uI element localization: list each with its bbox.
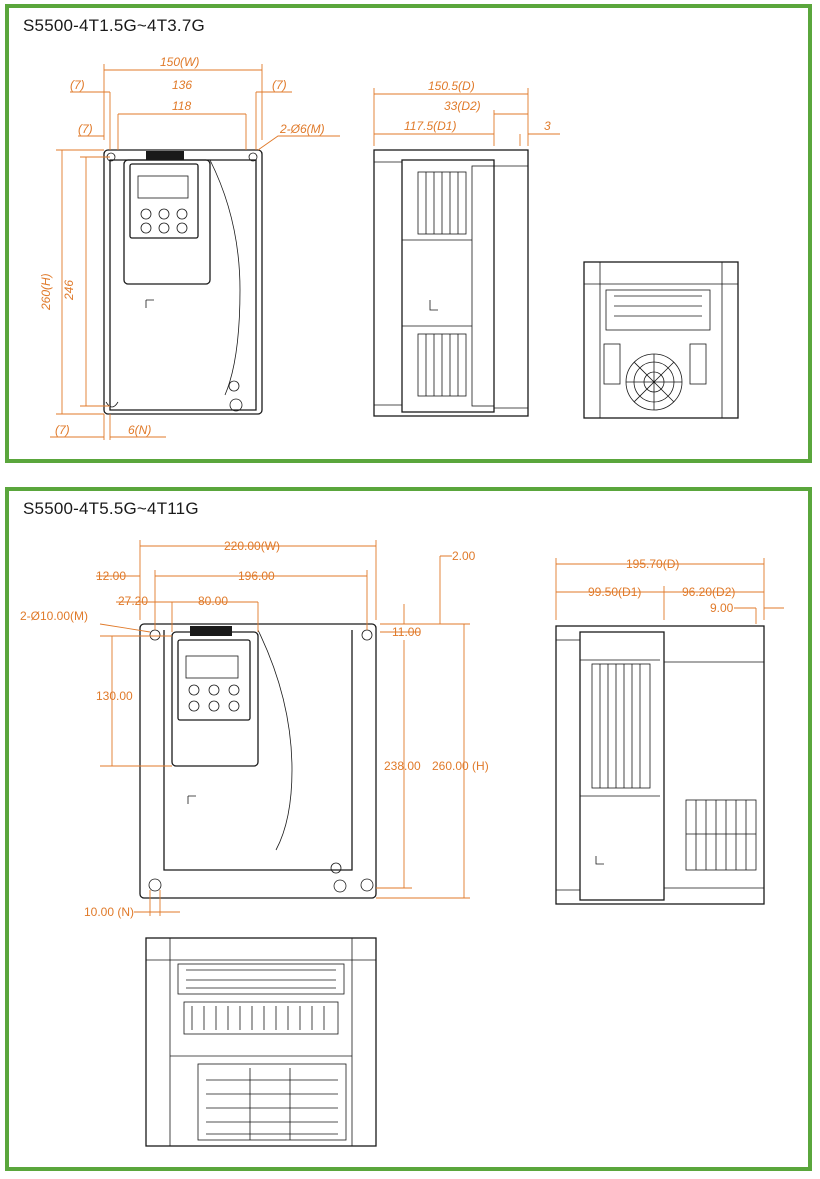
front-dimensions-large: 220.00(W) 196.00 12.00 2.00 27.20 80.00 … [20,539,489,919]
front-view-large [139,623,377,899]
dim-136: 136 [172,78,192,92]
dim-d9: 9.00 [710,601,734,615]
dim-11: 11.00 [392,625,421,639]
dim-196: 196.00 [238,569,275,583]
dim-margin-right: (7) [272,78,287,92]
dim-hole: 2-Ø10.00(M) [20,609,88,623]
dim-height: 260.00 (H) [432,759,489,773]
dim-118: 118 [172,99,191,113]
dim-depth: 150.5(D) [428,79,475,93]
dim-margin-left: (7) [70,78,85,92]
side-view-large [555,625,765,905]
dim-d2: 33(D2) [444,99,481,113]
dim-238: 238.00 [384,759,421,773]
dim-246: 246 [62,280,76,301]
dim-27: 27.20 [118,594,148,608]
bottom-view-large [145,937,377,1147]
dim-d2: 96.20(D2) [682,585,735,599]
dim-hole: 2-Ø6(M) [279,122,325,136]
dim-12: 12.00 [96,569,126,583]
side-dimensions-small: 150.5(D) 33(D2) 117.5(D1) 3 [373,79,560,146]
dim-margin-top: (7) [78,122,93,136]
dim-depth: 195.70(D) [626,557,679,571]
dim-80: 80.00 [198,594,228,608]
dim-n: 6(N) [128,423,151,437]
side-view-small [373,149,529,417]
dim-width: 220.00(W) [224,539,280,553]
dim-bottom-margin: (7) [55,423,70,437]
panel-title: S5500-4T5.5G~4T11G [23,499,199,518]
panel-model-small: S5500-4T1.5G~4T3.7G [5,4,812,463]
panel-title: S5500-4T1.5G~4T3.7G [23,16,205,35]
front-view-small [103,149,263,415]
dim-d1: 117.5(D1) [404,119,456,133]
front-dimensions-small: 150(W) (7) 136 (7) 118 (7) 2-Ø6(M) 260(H… [39,55,340,440]
bottom-view-small [583,261,739,419]
dim-d1: 99.50(D1) [588,585,641,599]
dim-n: 10.00 (N) [84,905,134,919]
dim-2: 2.00 [452,549,476,563]
dim-width: 150(W) [160,55,199,69]
dim-130: 130.00 [96,689,133,703]
side-dimensions-large: 195.70(D) 99.50(D1) 96.20(D2) 9.00 [555,557,784,624]
dim-d3: 3 [544,119,551,133]
dim-height: 260(H) [39,273,53,311]
